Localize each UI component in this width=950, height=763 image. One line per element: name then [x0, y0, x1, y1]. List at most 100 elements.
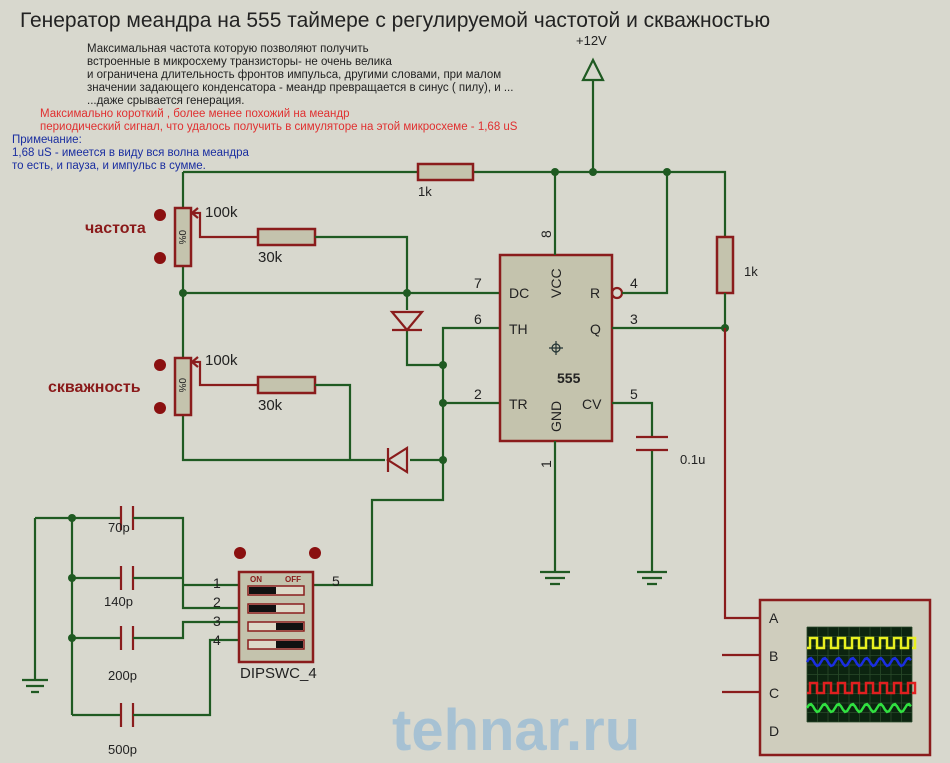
- decrease-button[interactable]: [154, 252, 166, 264]
- ic-name: 555: [557, 370, 581, 386]
- resistor-freq: [256, 227, 317, 247]
- dip-off-label: OFF: [285, 575, 301, 584]
- increase-button[interactable]: [154, 359, 166, 371]
- note-line: встроенные в микросхему транзисторы- не …: [87, 56, 392, 68]
- trace-c: [807, 681, 917, 695]
- potentiometer-freq[interactable]: [173, 206, 193, 268]
- ic-555: DC TH TR R Q CV VCC GND 555: [498, 253, 614, 443]
- dip-switch-toggle[interactable]: [247, 603, 305, 614]
- pin-label-tr: TR: [509, 396, 528, 412]
- potentiometer-duty[interactable]: [173, 356, 193, 417]
- pin-label-q: Q: [590, 321, 601, 337]
- note-line: и ограничена длительность фронтов импуль…: [87, 69, 501, 81]
- dip-on-label: ON: [250, 575, 262, 584]
- wire-reset: [622, 172, 669, 295]
- capacitor-bank: [119, 506, 135, 727]
- junction: [403, 289, 411, 297]
- resistor-freq-label: 30k: [258, 249, 283, 266]
- dip-name: DIPSWC_4: [240, 665, 317, 682]
- pin-label-vcc: VCC: [548, 268, 564, 298]
- note-line: 1,68 uS - имеется в виду вся волна меанд…: [12, 147, 249, 159]
- decrease-button[interactable]: [154, 402, 166, 414]
- note-blue: Примечание: 1,68 uS - имеется в виду вся…: [12, 134, 249, 172]
- capacitor-cv: [636, 435, 668, 452]
- title: Генератор меандра на 555 таймере с регул…: [20, 9, 770, 32]
- increase-button[interactable]: [234, 547, 246, 559]
- pin-number: 6: [474, 311, 482, 327]
- pin-number: 2: [213, 594, 221, 610]
- resistor-duty-label: 30k: [258, 397, 283, 414]
- wire-freq: [315, 235, 443, 367]
- pin-label-th: TH: [509, 321, 528, 337]
- channel-a-label: A: [769, 610, 779, 626]
- reset-inversion-bubble: [610, 286, 624, 300]
- wire-scope: [722, 328, 760, 694]
- channel-c-label: C: [769, 685, 779, 701]
- dip-switch-toggle[interactable]: [247, 585, 305, 596]
- pin-label-cv: CV: [582, 396, 602, 412]
- origin-marker-icon: [549, 341, 563, 355]
- trace-b: [805, 656, 912, 668]
- ground-icon: [540, 570, 570, 586]
- capacitor-label: 140p: [104, 594, 133, 609]
- wire-cv: [612, 401, 654, 572]
- junction: [439, 456, 447, 464]
- note-black: Максимальная частота которую позволяют п…: [87, 43, 513, 107]
- supply-label: +12V: [576, 33, 607, 48]
- ground-icon: [22, 678, 48, 694]
- pin-number: 4: [630, 275, 638, 291]
- note-line: Примечание:: [12, 134, 82, 146]
- pot-freq-label: частота: [85, 220, 146, 237]
- dip-switch-toggle[interactable]: [247, 621, 305, 632]
- junction: [439, 361, 447, 369]
- pin-number: 7: [474, 275, 482, 291]
- trace-d: [805, 702, 912, 714]
- oscilloscope[interactable]: A B C D: [758, 598, 932, 757]
- wire-caps-dip: [133, 516, 238, 717]
- channel-b-label: B: [769, 648, 778, 664]
- dip-switch-toggle[interactable]: [247, 639, 305, 650]
- pin-number: 5: [332, 573, 340, 589]
- junction: [589, 168, 597, 176]
- pot-freq-value: 100k: [205, 204, 238, 221]
- pin-label-gnd: GND: [548, 401, 564, 432]
- note-line: Максимально короткий , более менее похож…: [40, 108, 350, 120]
- note-red: Максимально короткий , более менее похож…: [40, 108, 518, 133]
- capacitor-label: 500p: [108, 742, 137, 757]
- dip-switch: ON OFF: [237, 570, 315, 664]
- pin-number: 8: [538, 230, 554, 238]
- pot-duty-value: 100k: [205, 352, 238, 369]
- resistor-top-label: 1k: [418, 184, 432, 199]
- increase-button[interactable]: [154, 209, 166, 221]
- watermark-logo: tehnar.ru: [392, 698, 640, 763]
- pot-freq-position: 0%: [176, 230, 187, 245]
- note-line: значении задающего конденсатора - меандр…: [87, 82, 513, 94]
- resistor-right: [715, 235, 735, 295]
- wire-duty: [315, 383, 352, 460]
- pot-duty-wiper: [191, 356, 258, 387]
- diode-1: [389, 310, 425, 332]
- note-line: периодический сигнал, что удалось получи…: [40, 121, 518, 133]
- capacitor-cv-label: 0.1u: [680, 452, 705, 467]
- note-line: то есть, и пауза, и импульс в сумме.: [12, 160, 206, 172]
- pin-number: 2: [474, 386, 482, 402]
- diode-2: [385, 446, 409, 474]
- pin-label-dc: DC: [509, 285, 529, 301]
- capacitor-label: 200p: [108, 668, 137, 683]
- pin-number: 3: [213, 613, 221, 629]
- pin-number: 1: [213, 575, 221, 591]
- wire: [72, 516, 120, 717]
- note-line: ...даже срывается генерация.: [87, 95, 244, 107]
- note-line: Максимальная частота которую позволяют п…: [87, 43, 369, 55]
- pot-duty-position: 0%: [176, 378, 187, 393]
- resistor-right-label: 1k: [744, 264, 758, 279]
- trace-a: [807, 636, 917, 650]
- pin-number: 5: [630, 386, 638, 402]
- decrease-button[interactable]: [309, 547, 321, 559]
- pot-duty-label: скважность: [48, 379, 141, 396]
- wire-th-tr: [313, 326, 500, 587]
- junction: [439, 399, 447, 407]
- wire-top-rail: [183, 170, 727, 237]
